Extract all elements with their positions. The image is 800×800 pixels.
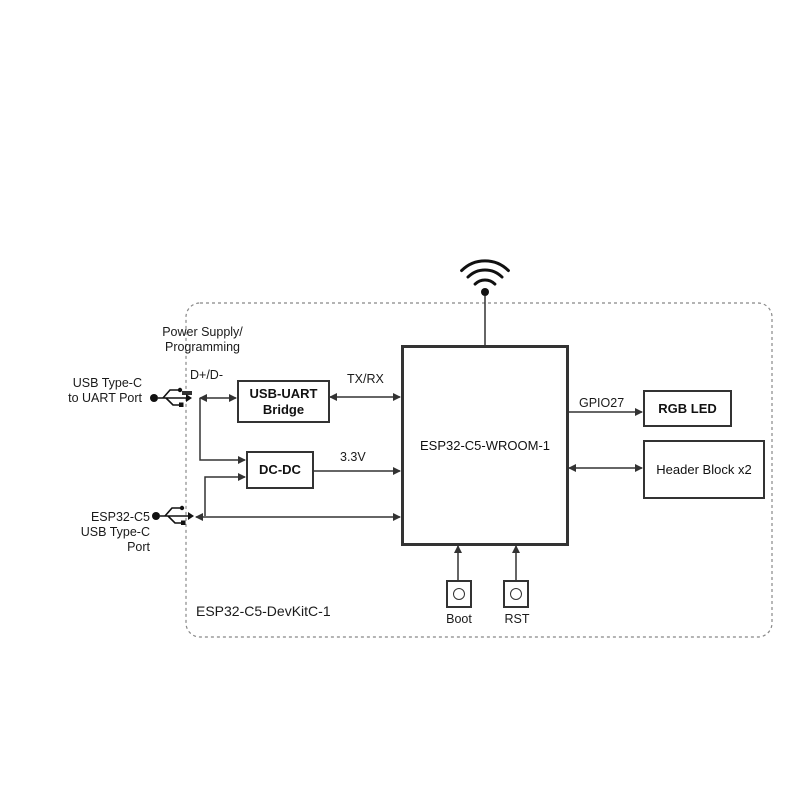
power-supply-label: Power Supply/ Programming — [162, 325, 243, 354]
usb-uart-bridge-block: USB-UART Bridge — [237, 380, 330, 423]
boot-label: Boot — [446, 612, 472, 626]
dcdc-block: DC-DC — [246, 451, 314, 489]
push-button-icon — [510, 588, 522, 600]
push-button-icon — [453, 588, 465, 600]
usb-icon — [152, 505, 194, 525]
board-outline — [185, 302, 773, 638]
usb-icon — [150, 387, 192, 407]
esp32-module-block: ESP32-C5-WROOM-1 — [401, 345, 569, 546]
dplus-label: D+/D- — [190, 368, 223, 382]
dplus-connector — [182, 391, 192, 395]
rst-label: RST — [504, 612, 530, 626]
gpio-label: GPIO27 — [579, 396, 625, 410]
header-block: Header Block x2 — [643, 440, 765, 499]
esp-usb-port-label: ESP32-C5 USB Type-C Port — [80, 510, 150, 554]
txrx-label: TX/RX — [347, 372, 384, 386]
power-link-1 — [199, 398, 246, 464]
usb-uart-port-label: USB Type-C to UART Port — [68, 376, 142, 405]
wifi-antenna-icon — [460, 259, 510, 296]
v33-label: 3.3V — [340, 450, 366, 464]
rst-button — [503, 580, 529, 608]
power-link-2 — [204, 473, 246, 516]
rgb-led-block: RGB LED — [643, 390, 732, 427]
boot-button — [446, 580, 472, 608]
board-label: ESP32-C5-DevKitC-1 — [196, 603, 331, 619]
